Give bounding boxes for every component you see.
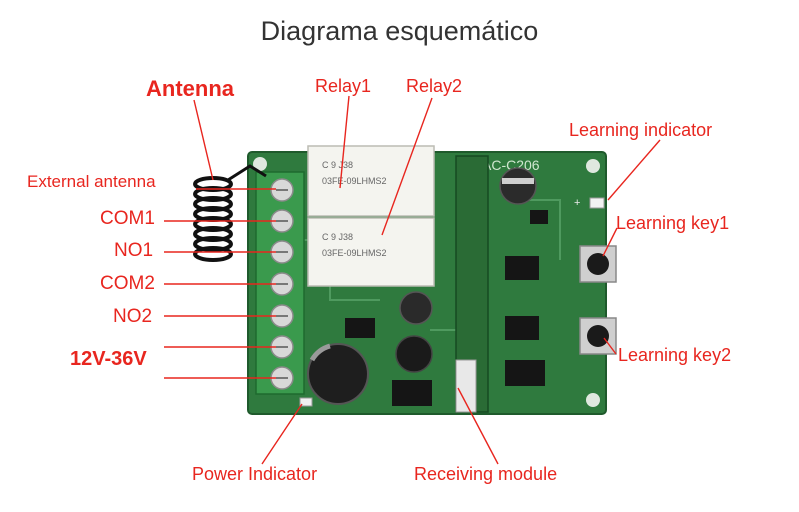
relay-2: C 9 J38 03FE-09LHMS2 [307,217,435,287]
learning-led: + [574,197,605,209]
label-receiving-module: Receiving module [414,464,558,484]
terminal-block [255,171,305,395]
learning-key-1[interactable] [579,245,617,283]
leader-antenna [193,99,214,181]
receiving-module-board [455,155,489,413]
antenna-coil [193,164,267,262]
capacitor-medium [399,291,433,325]
diagram-title: Diagrama esquemático [260,16,539,46]
relay2-code: C 9 J38 [322,232,353,242]
label-antenna: Antenna [146,76,234,101]
learning-key-2[interactable] [579,317,617,355]
leader-relay2 [381,97,433,236]
label-power-indicator: Power Indicator [192,464,318,484]
leader-learning-key1 [602,227,618,257]
leader-learning-indicator [607,139,661,201]
led-plus-sign: + [574,197,580,209]
ic-chips [345,210,548,406]
relay1-code: C 9 J38 [322,160,353,170]
label-com1: COM1 [100,208,155,229]
leader-receiving-module [457,387,499,465]
relay2-model: 03FE-09LHMS2 [322,248,387,258]
label-learning-key1: Learning key1 [616,213,730,233]
relay-1: C 9 J38 03FE-09LHMS2 [307,145,435,217]
leader-relay1 [339,95,350,189]
capacitor-large [307,343,369,405]
label-relay2: Relay2 [406,76,463,96]
label-external-antenna: External antenna [27,172,156,191]
label-no2: NO2 [113,306,153,327]
label-relay1: Relay1 [315,76,372,96]
leader-power-indicator [261,403,303,465]
label-com2: COM2 [100,273,155,294]
leader-lines [164,95,661,465]
inductor [395,335,433,373]
label-learning-key2: Learning key2 [618,345,732,365]
relay1-model: 03FE-09LHMS2 [322,176,387,186]
power-led [299,397,313,407]
leader-learning-key2 [603,337,617,355]
label-no1: NO1 [114,240,154,261]
capacitor-small [499,167,537,205]
label-power-range: 12V-36V [70,348,147,370]
label-learning-indicator: Learning indicator [569,120,713,140]
